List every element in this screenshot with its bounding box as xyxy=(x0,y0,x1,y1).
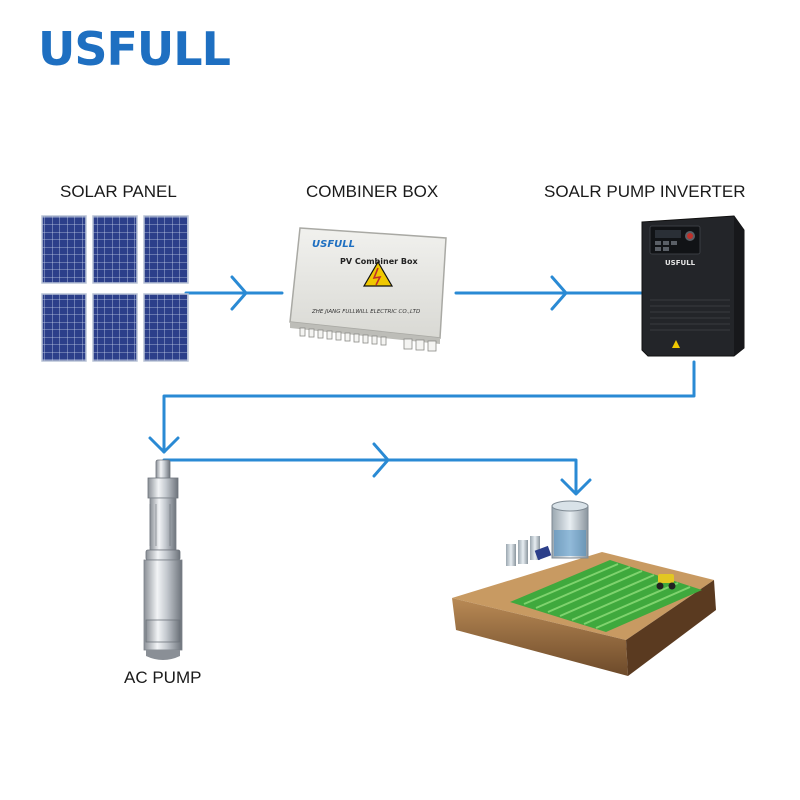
flow-arrow-2 xyxy=(550,275,568,311)
flow-lines xyxy=(148,275,696,496)
ac-pump-label: AC PUMP xyxy=(124,668,202,687)
warning-icon xyxy=(362,260,394,287)
flow-line-pump-to-farm xyxy=(162,458,578,494)
combiner-box-label: COMBINER BOX xyxy=(306,182,439,201)
combiner-box: USFULL PV Combiner Box ZHE JIANG FULLWIL… xyxy=(289,227,447,352)
flow-arrow-4 xyxy=(372,442,390,478)
tractor xyxy=(658,574,674,583)
flow-arrow-3 xyxy=(148,436,180,454)
solar-panel-array xyxy=(41,215,189,362)
solar-panel xyxy=(92,293,138,362)
combiner-maker: ZHE JIANG FULLWILL ELECTRIC CO.,LTD xyxy=(311,309,420,315)
flow-arrow-5 xyxy=(560,478,592,496)
farm-scene xyxy=(452,500,716,676)
solar-panel xyxy=(143,293,189,362)
combiner-title: PV Combiner Box xyxy=(340,257,418,266)
flow-arrow-1 xyxy=(230,275,248,311)
pump-inverter: USFULL xyxy=(641,215,745,357)
cable-glands xyxy=(299,327,437,352)
solar-panel-label: SOLAR PANEL xyxy=(60,182,177,201)
crop-rows xyxy=(523,563,691,629)
flow-line-inverter-to-pump xyxy=(162,360,696,454)
inverter-display xyxy=(655,230,681,238)
solar-panel xyxy=(41,293,87,362)
combiner-brand: USFULL xyxy=(312,239,355,250)
solar-panel xyxy=(92,215,138,284)
inverter-vents xyxy=(650,299,730,331)
solar-panel xyxy=(143,215,189,284)
inverter-label: SOALR PUMP INVERTER xyxy=(544,182,746,201)
brand-logo: USFULL xyxy=(38,22,231,76)
solar-panel xyxy=(41,215,87,284)
ac-pump xyxy=(143,459,183,660)
inverter-brand: USFULL xyxy=(665,259,696,267)
silos xyxy=(506,536,540,566)
